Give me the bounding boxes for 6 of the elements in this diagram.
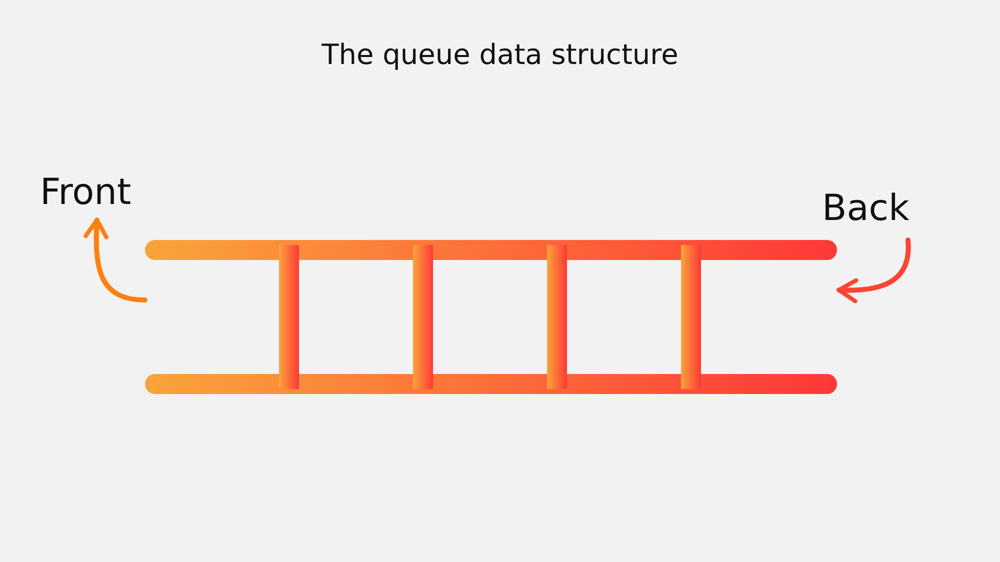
queue-drawing [145,240,837,394]
queue-end-label: Back [822,187,927,231]
curved-arrow [84,218,148,302]
curved-arrow [836,238,911,303]
diagram-title: The queue data structure [320,38,680,71]
queue-end-label: Front [40,170,150,216]
